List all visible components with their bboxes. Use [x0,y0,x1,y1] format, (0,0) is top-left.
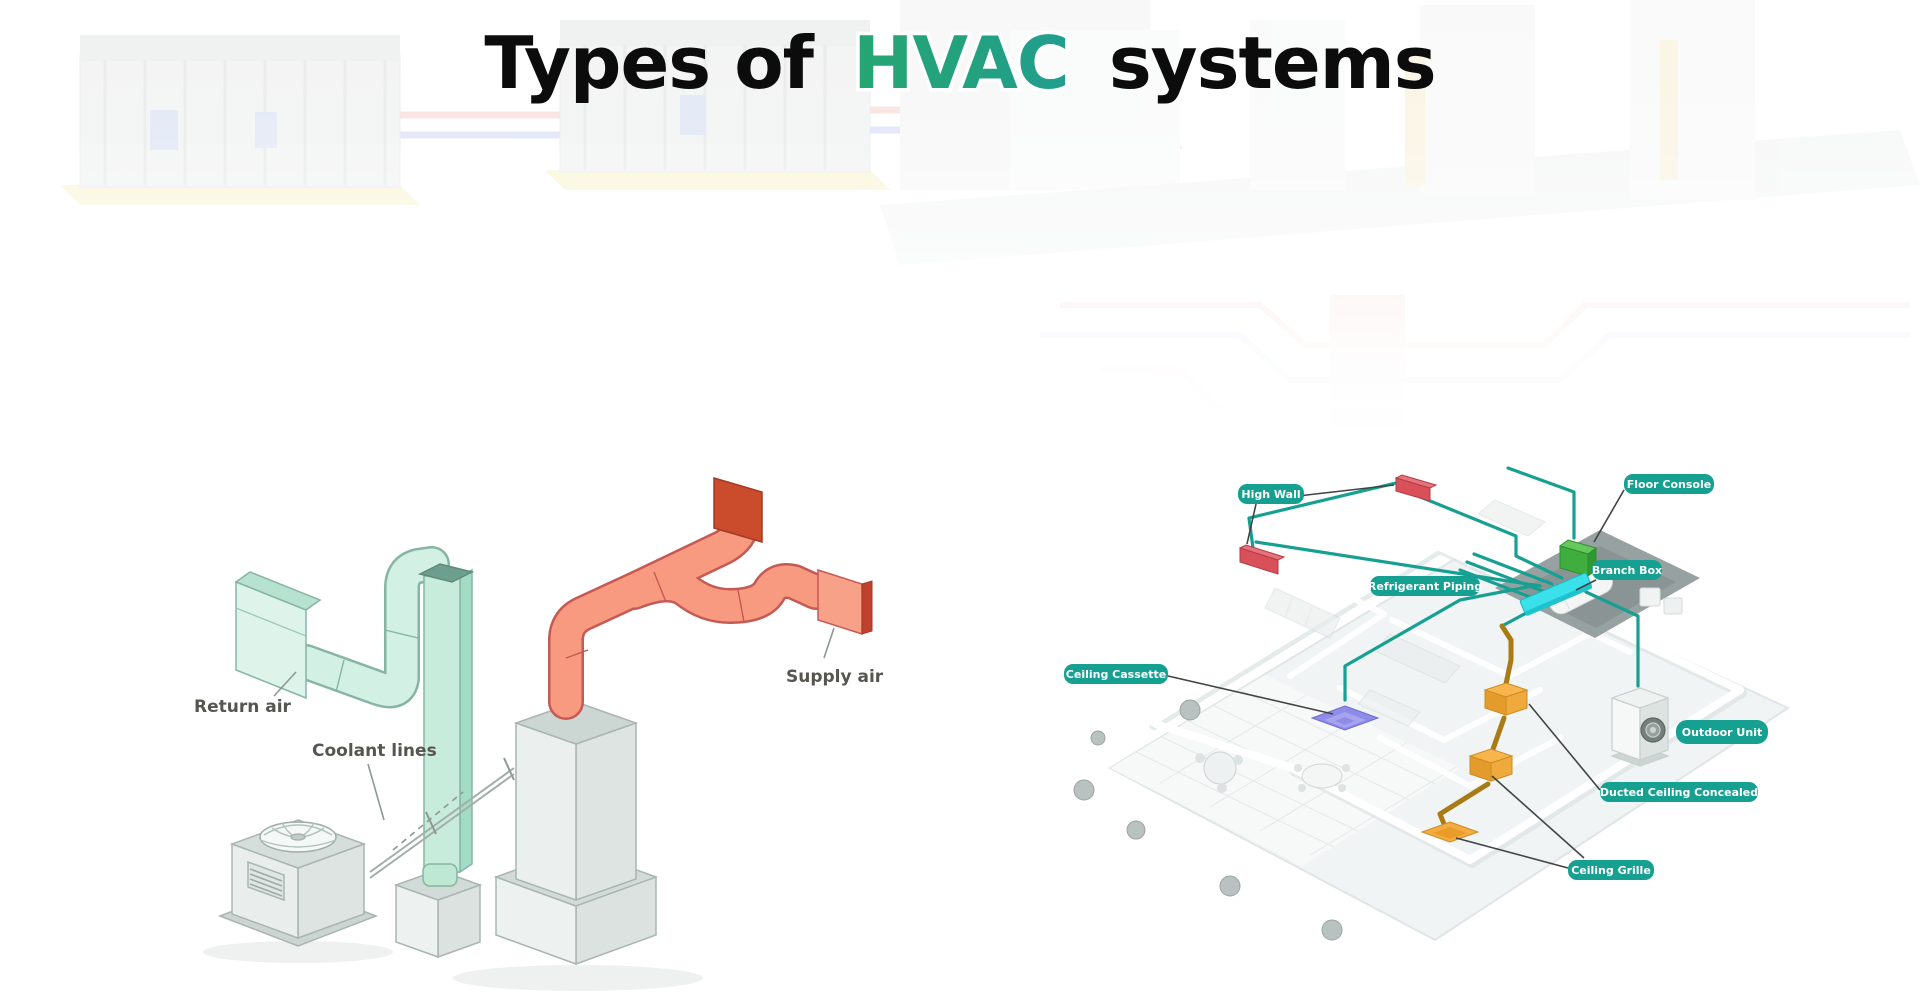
label-ceiling-grille: Ceiling Grille [1571,864,1651,877]
ceiling-grille-unit [1420,821,1480,843]
air-handler-unit [513,701,639,902]
floor-console-unit [1558,539,1598,577]
hero-header: Types of HVAC systems [0,0,1920,460]
outdoor-unit-box [1610,687,1670,767]
return-air-duct [234,546,475,887]
leader-line [823,627,835,659]
ducted-run [1437,623,1514,827]
return-air-label: Return air [194,697,292,717]
refrigerant-piping-lines [1247,466,1640,702]
title-suffix: systems [1109,21,1436,105]
shadow [203,941,393,963]
outdoor-condenser-unit [217,819,379,947]
multi-split-diagram: High Wall Floor Console Branch Box Refri… [1064,466,1791,942]
landscaping [1073,699,1343,941]
label-pills: High Wall Floor Console Branch Box Refri… [1064,474,1768,880]
supply-register-right [817,568,873,636]
label-outdoor-unit: Outdoor Unit [1682,726,1762,739]
title-highlight-hvac: HVAC [853,21,1069,105]
page-title: Types of HVAC systems [484,18,1436,109]
ducted-ceiling-units [1468,682,1529,782]
supply-air-label: Supply air [786,667,884,687]
title-prefix: Types of [484,21,814,105]
branch-box-unit [1519,572,1593,616]
furniture [1264,499,1546,727]
ducted-system-diagram: Return air Coolant lines Supply air [194,477,884,991]
ceiling-cassette-unit [1310,705,1380,731]
shadow [453,965,703,991]
hero-fade-overlay [0,0,1920,460]
dining-table [1294,763,1350,792]
ducted-system-figure: Return air Coolant lines Supply air [178,430,920,1008]
label-refrigerant-piping: Refrigerant Piping [1368,580,1482,593]
label-high-wall: High Wall [1241,488,1300,501]
label-ceiling-cassette: Ceiling Cassette [1066,668,1166,681]
supply-air-duct [548,477,873,720]
label-floor-console: Floor Console [1627,478,1711,491]
label-ducted-ceiling-concealed: Ducted Ceiling Concealed [1600,786,1758,799]
patio-table [1195,751,1243,793]
leader-line [273,671,297,697]
supply-register-top [713,477,763,543]
coolant-lines-label: Coolant lines [312,741,437,761]
coolant-lines [367,757,515,879]
leader-lines [1167,484,1625,869]
svg-text:Types of HVAC: Types of HVAC systems [484,21,1435,105]
high-wall-units [1238,474,1438,575]
multi-split-figure: High Wall Floor Console Branch Box Refri… [1040,438,1802,960]
label-branch-box: Branch Box [1592,564,1662,577]
